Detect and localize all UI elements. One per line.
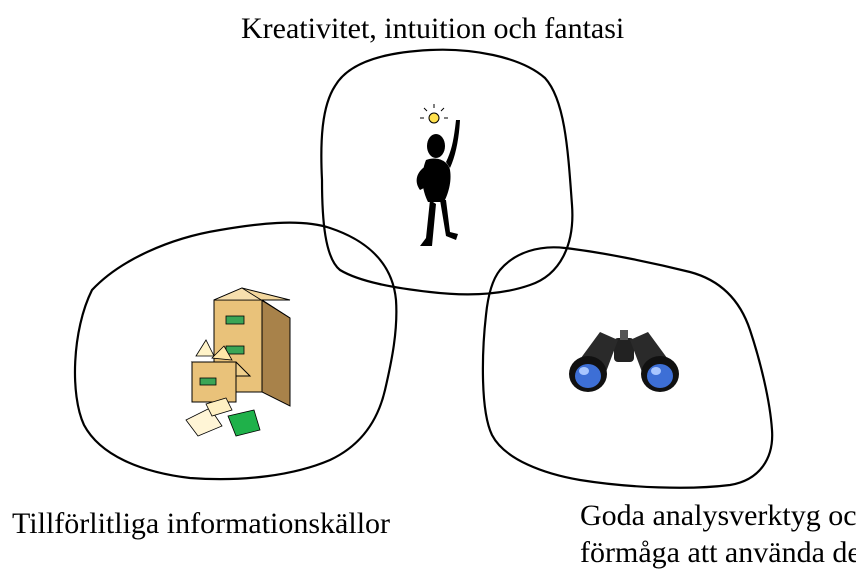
label-tools-line2: förmåga att använda dem [580, 536, 856, 569]
blob-sources [73, 221, 398, 481]
thinking-person-lightbulb-icon [416, 104, 460, 246]
label-tools: Goda analysverktyg och förmåga att använ… [580, 497, 856, 571]
label-creativity: Kreativitet, intuition och fantasi [241, 12, 625, 45]
binoculars-icon [569, 330, 679, 392]
blob-tools [481, 246, 774, 489]
file-cabinet-icon [185, 287, 291, 437]
label-tools-line1: Goda analysverktyg och [580, 499, 856, 532]
label-sources: Tillförlitliga informationskällor [12, 507, 391, 540]
